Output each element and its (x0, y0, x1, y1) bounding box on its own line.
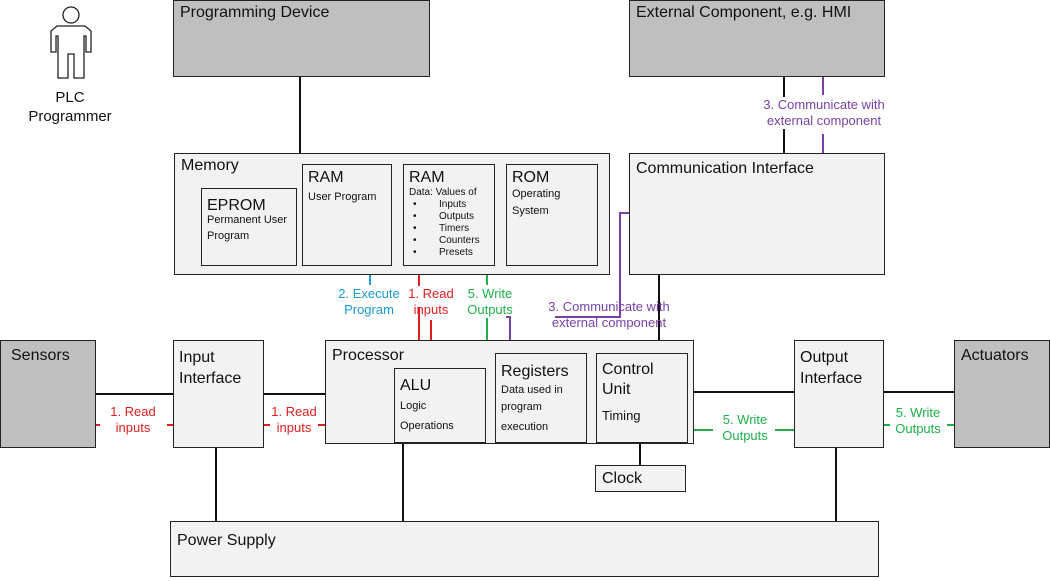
control-unit-title-line1: Control (602, 361, 654, 378)
input-interface-block: Input Interface (173, 340, 264, 448)
list-item: Presets (409, 247, 480, 259)
person-icon (50, 6, 92, 79)
output-interface-block: Output Interface (794, 340, 884, 448)
clock-title: Clock (602, 470, 643, 487)
read-inputs-memory-line2: inputs (413, 302, 449, 317)
registers-desc-line3: execution (501, 421, 549, 433)
rom-desc-line2: System (512, 205, 549, 217)
write-outputs-label-actuators: 5. Write Outputs (886, 405, 950, 437)
external-component-block: External Component, e.g. HMI (629, 0, 885, 77)
memory-block: Memory EPROM Permanent User Program RAM … (174, 153, 610, 275)
eprom-block: EPROM Permanent User Program (201, 188, 297, 266)
programming-device-title: Programming Device (180, 4, 330, 21)
execute-program-line2: Program (344, 302, 394, 317)
output-interface-title-line1: Output (800, 349, 849, 366)
communicate-label-mid: 3. Communicate with external component (533, 299, 685, 331)
communicate-mid-line1: 3. Communicate with (548, 299, 670, 314)
input-interface-title-line2: Interface (179, 370, 242, 387)
read-inputs-interface-line1: 1. Read (271, 404, 317, 419)
rom-title: ROM (512, 169, 550, 186)
actuators-title: Actuators (961, 347, 1029, 364)
communicate-top-line1: 3. Communicate with (763, 97, 885, 112)
write-outputs-label-memory: 5. Write Outputs (459, 286, 521, 318)
processor-block: Processor ALU Logic Operations Registers… (325, 340, 694, 444)
list-item: Outputs (409, 211, 480, 223)
write-outputs-processor-line2: Outputs (722, 428, 768, 443)
read-inputs-label-memory: 1. Read inputs (405, 286, 457, 318)
write-outputs-actuators-line2: Outputs (895, 421, 941, 436)
sensors-block: Sensors (0, 340, 96, 448)
input-interface-title-line1: Input (179, 349, 215, 366)
execute-program-line1: 2. Execute (338, 286, 400, 301)
eprom-desc-line2: Program (207, 230, 250, 242)
power-supply-block: Power Supply (170, 521, 879, 577)
ram-program-desc: User Program (308, 191, 377, 203)
registers-block: Registers Data used in program execution (495, 353, 587, 443)
control-unit-title-line2: Unit (602, 381, 631, 398)
write-outputs-actuators-line1: 5. Write (895, 405, 941, 420)
read-inputs-label-interface: 1. Read inputs (266, 404, 322, 436)
communication-interface-title: Communication Interface (636, 160, 814, 177)
rom-desc-line1: Operating (512, 188, 561, 200)
alu-title: ALU (400, 377, 432, 394)
clock-block: Clock (595, 465, 686, 492)
eprom-desc-line1: Permanent User (207, 214, 288, 226)
actor-label-line1: PLC (55, 89, 85, 106)
ram-data-values-list: Inputs Outputs Timers Counters Presets (409, 199, 480, 259)
read-inputs-sensors-line1: 1. Read (110, 404, 156, 419)
ram-data-block: RAM Data: Values of Inputs Outputs Timer… (403, 164, 495, 266)
communicate-mid-line2: external component (551, 315, 667, 330)
write-outputs-memory-line2: Outputs (467, 302, 513, 317)
execute-program-label: 2. Execute Program (331, 286, 407, 318)
registers-title: Registers (501, 363, 569, 380)
communicate-top-line2: external component (766, 113, 882, 128)
programming-device-block: Programming Device (173, 0, 430, 77)
write-outputs-processor-line1: 5. Write (722, 412, 768, 427)
registers-desc-line1: Data used in (501, 384, 563, 396)
alu-block: ALU Logic Operations (394, 368, 486, 443)
read-inputs-interface-line2: inputs (276, 420, 312, 435)
ram-user-program-block: RAM User Program (302, 164, 392, 266)
alu-desc-line1: Logic (400, 400, 427, 412)
communicate-label-top: 3. Communicate with external component (747, 97, 901, 129)
memory-title: Memory (181, 157, 239, 174)
eprom-title: EPROM (207, 197, 266, 214)
ram-data-title: RAM (409, 169, 445, 186)
list-item: Timers (409, 223, 480, 235)
control-unit-block: Control Unit Timing (596, 353, 688, 443)
processor-title: Processor (332, 347, 405, 364)
plc-programmer-label: PLC Programmer (20, 88, 120, 126)
read-inputs-memory-line1: 1. Read (408, 286, 454, 301)
power-supply-title: Power Supply (177, 532, 276, 549)
list-item: Counters (409, 235, 480, 247)
read-inputs-label-sensors: 1. Read inputs (101, 404, 165, 436)
plc-programmer (40, 4, 102, 87)
actuators-block: Actuators (954, 340, 1050, 448)
alu-desc-line2: Operations (400, 420, 454, 432)
ram-data-desc: Data: Values of (409, 187, 477, 198)
communication-interface-block: Communication Interface (629, 153, 885, 275)
ram-program-title: RAM (308, 169, 344, 186)
control-unit-desc: Timing (602, 408, 641, 423)
external-component-title: External Component, e.g. HMI (636, 4, 852, 21)
read-inputs-sensors-line2: inputs (115, 420, 151, 435)
write-outputs-memory-line1: 5. Write (467, 286, 513, 301)
list-item: Inputs (409, 199, 480, 211)
registers-desc-line2: program (501, 401, 542, 413)
sensors-title: Sensors (11, 347, 70, 364)
actor-label-line2: Programmer (28, 108, 112, 125)
output-interface-title-line2: Interface (800, 370, 863, 387)
rom-block: ROM Operating System (506, 164, 598, 266)
write-outputs-label-processor: 5. Write Outputs (713, 412, 777, 444)
